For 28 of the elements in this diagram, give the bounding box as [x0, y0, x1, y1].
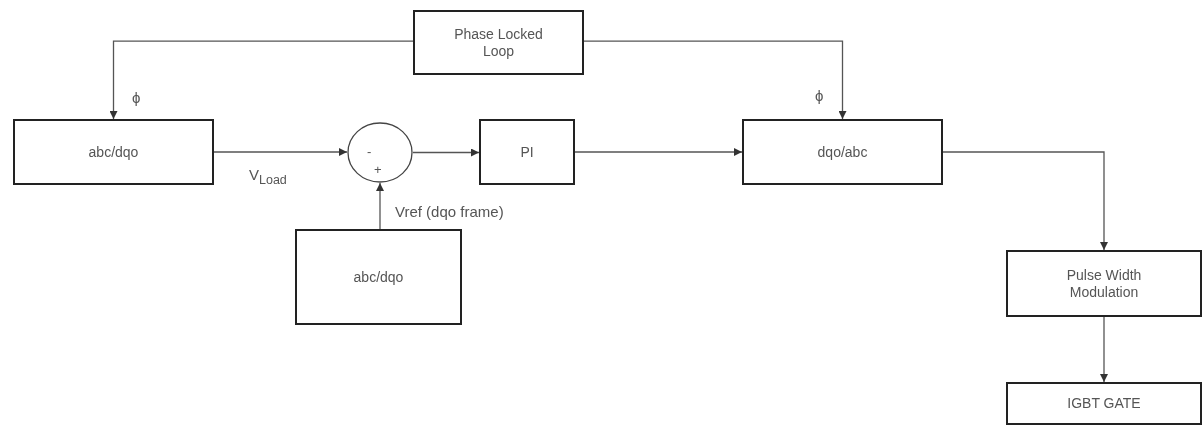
arrow: [583, 40, 847, 120]
arrow: [942, 151, 1108, 251]
block-label: PI: [520, 143, 534, 161]
block-label: abc/dqo: [88, 143, 139, 161]
arrow: [412, 148, 480, 157]
arrow: [376, 182, 384, 230]
edge-label: ϕ: [131, 90, 142, 107]
block-label: Phase Locked Loop: [453, 25, 544, 60]
block-box: [295, 229, 462, 325]
block-box: [742, 119, 943, 185]
edge-label: Vref (dqo frame): [394, 204, 505, 221]
edge-label: ϕ: [814, 88, 825, 105]
block-label: Pulse Width Modulation: [1065, 266, 1143, 301]
block-label: dqo/abc: [817, 143, 868, 161]
arrow: [213, 148, 348, 156]
arrow: [1100, 316, 1108, 383]
sign-label: -: [367, 144, 372, 160]
block-box: [13, 119, 214, 185]
arrow: [574, 148, 743, 156]
block-box: [479, 119, 575, 185]
block-label: IGBT GATE: [1067, 395, 1141, 412]
block-box: [1006, 250, 1202, 317]
arrow: [109, 40, 414, 120]
summing-junction: [347, 122, 413, 183]
sign-label: +: [374, 162, 382, 178]
block-label: abc/dqo: [353, 268, 404, 286]
block-box: [1006, 382, 1202, 425]
block-box: [413, 10, 584, 75]
